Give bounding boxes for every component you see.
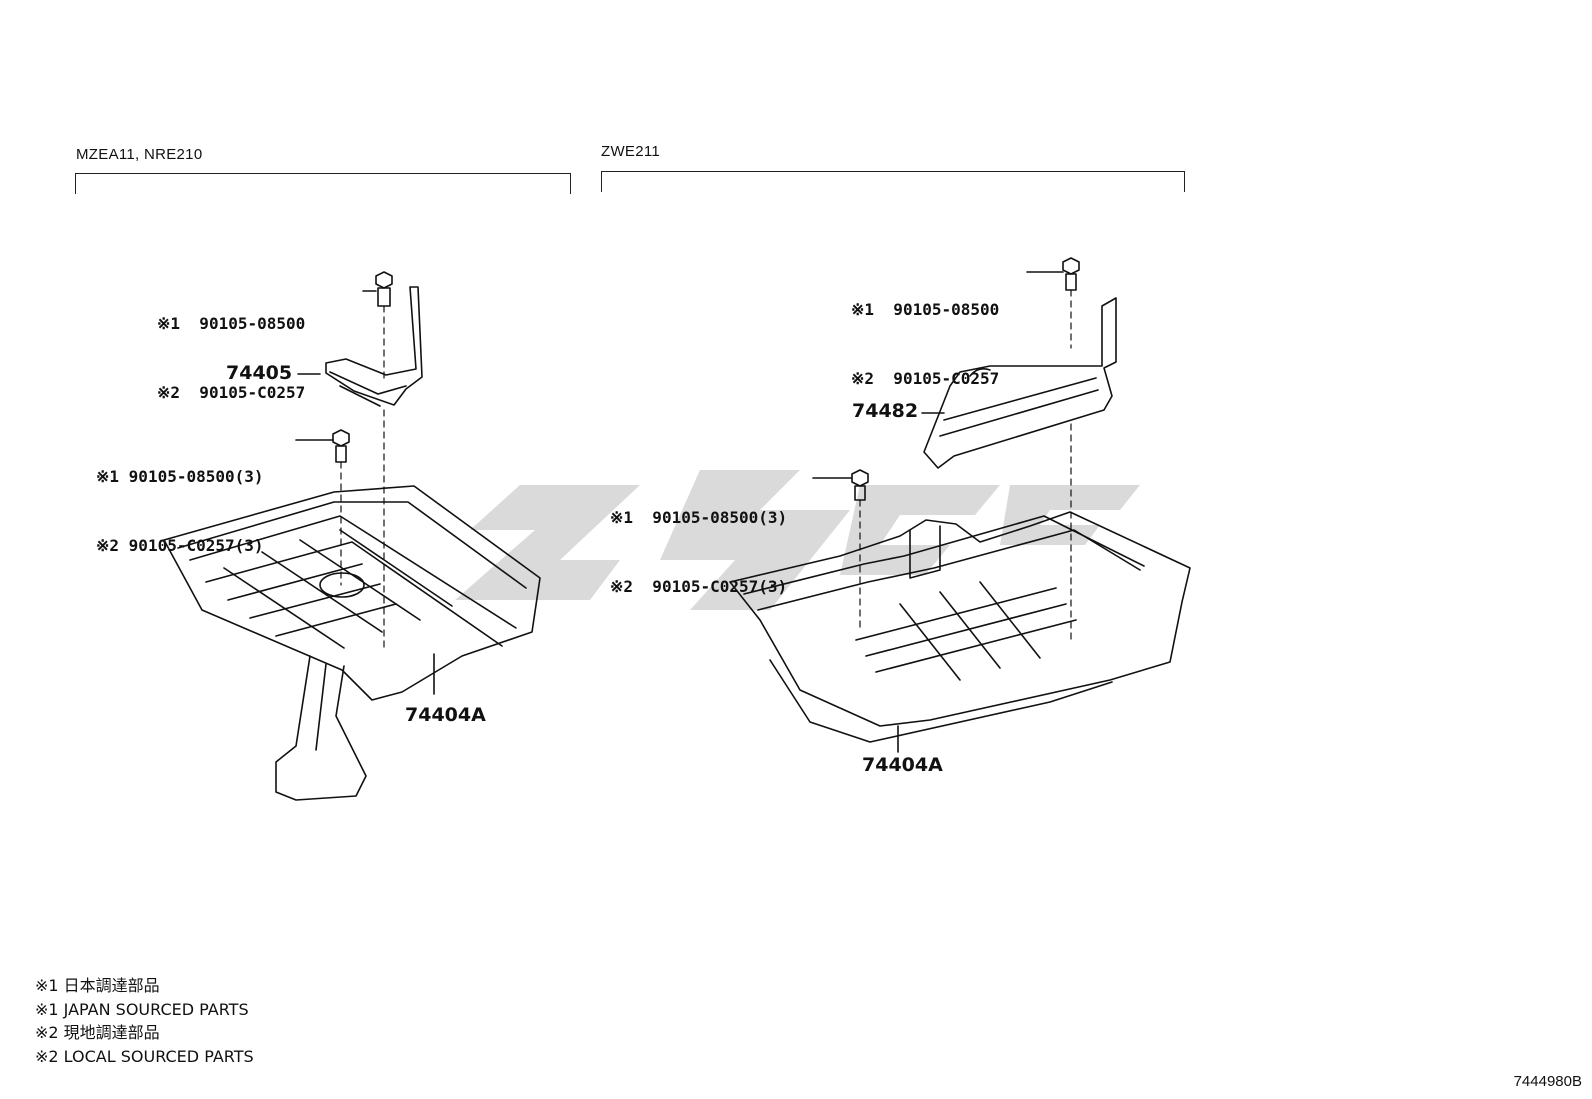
right-mid-bolt-part-2: ※2 90105-C0257(3) [610, 577, 788, 596]
right-mid-bolt-label: ※1 90105-08500(3) ※2 90105-C0257(3) [610, 460, 787, 644]
left-variant-label: MZEA11, NRE210 [76, 146, 203, 163]
left-mid-bolt-label: ※1 90105-08500(3) ※2 90105-C0257(3) [96, 419, 264, 603]
left-top-bolt-part-2: ※2 90105-C0257 [157, 383, 306, 402]
left-mid-bolt-part-1: ※1 90105-08500(3) [96, 467, 264, 486]
legend-line-2: ※1 JAPAN SOURCED PARTS [35, 999, 249, 1019]
left-mid-bolt-part-2: ※2 90105-C0257(3) [96, 536, 264, 555]
right-cover-74482 [921, 297, 1117, 469]
right-top-bolt-part-2: ※2 90105-C0257 [851, 369, 1000, 388]
right-assembly-guides [859, 289, 1072, 641]
left-top-bolt-label: ※1 90105-08500 ※2 90105-C0257 [157, 266, 305, 450]
left-tray-label: 74404A [405, 704, 486, 726]
right-mid-bolt-icon [851, 469, 869, 501]
left-variant-bracket [75, 173, 571, 194]
right-top-bolt-part-1: ※1 90105-08500 [851, 300, 1000, 319]
right-variant-label: ZWE211 [601, 143, 661, 160]
left-tray-74404a [163, 485, 541, 801]
right-top-bolt-icon [1062, 257, 1080, 291]
left-mid-bolt-icon [332, 429, 350, 463]
legend-line-1: ※1 日本調達部品 [35, 976, 160, 995]
right-top-bolt-label: ※1 90105-08500 ※2 90105-C0257 [851, 252, 999, 436]
legend-line-4: ※2 LOCAL SOURCED PARTS [35, 1046, 254, 1066]
left-bracket-label: 74405 [226, 362, 293, 384]
right-mid-bolt-part-1: ※1 90105-08500(3) [610, 508, 788, 527]
left-bracket-74405 [297, 286, 423, 407]
sourcing-legend: ※1 日本調達部品 ※1 JAPAN SOURCED PARTS ※2 現地調達… [35, 974, 254, 1068]
watermark-logo [455, 470, 1140, 610]
legend-line-3: ※2 現地調達部品 [35, 1023, 160, 1042]
left-assembly-guides [340, 305, 385, 651]
right-variant-bracket [601, 171, 1185, 192]
right-tray-74404a [729, 511, 1191, 743]
right-cover-label: 74482 [852, 400, 919, 422]
diagram-code: 7444980B [1513, 1073, 1582, 1090]
left-top-bolt-icon [375, 271, 393, 307]
left-top-bolt-part-1: ※1 90105-08500 [157, 314, 306, 333]
right-tray-label: 74404A [862, 754, 943, 776]
